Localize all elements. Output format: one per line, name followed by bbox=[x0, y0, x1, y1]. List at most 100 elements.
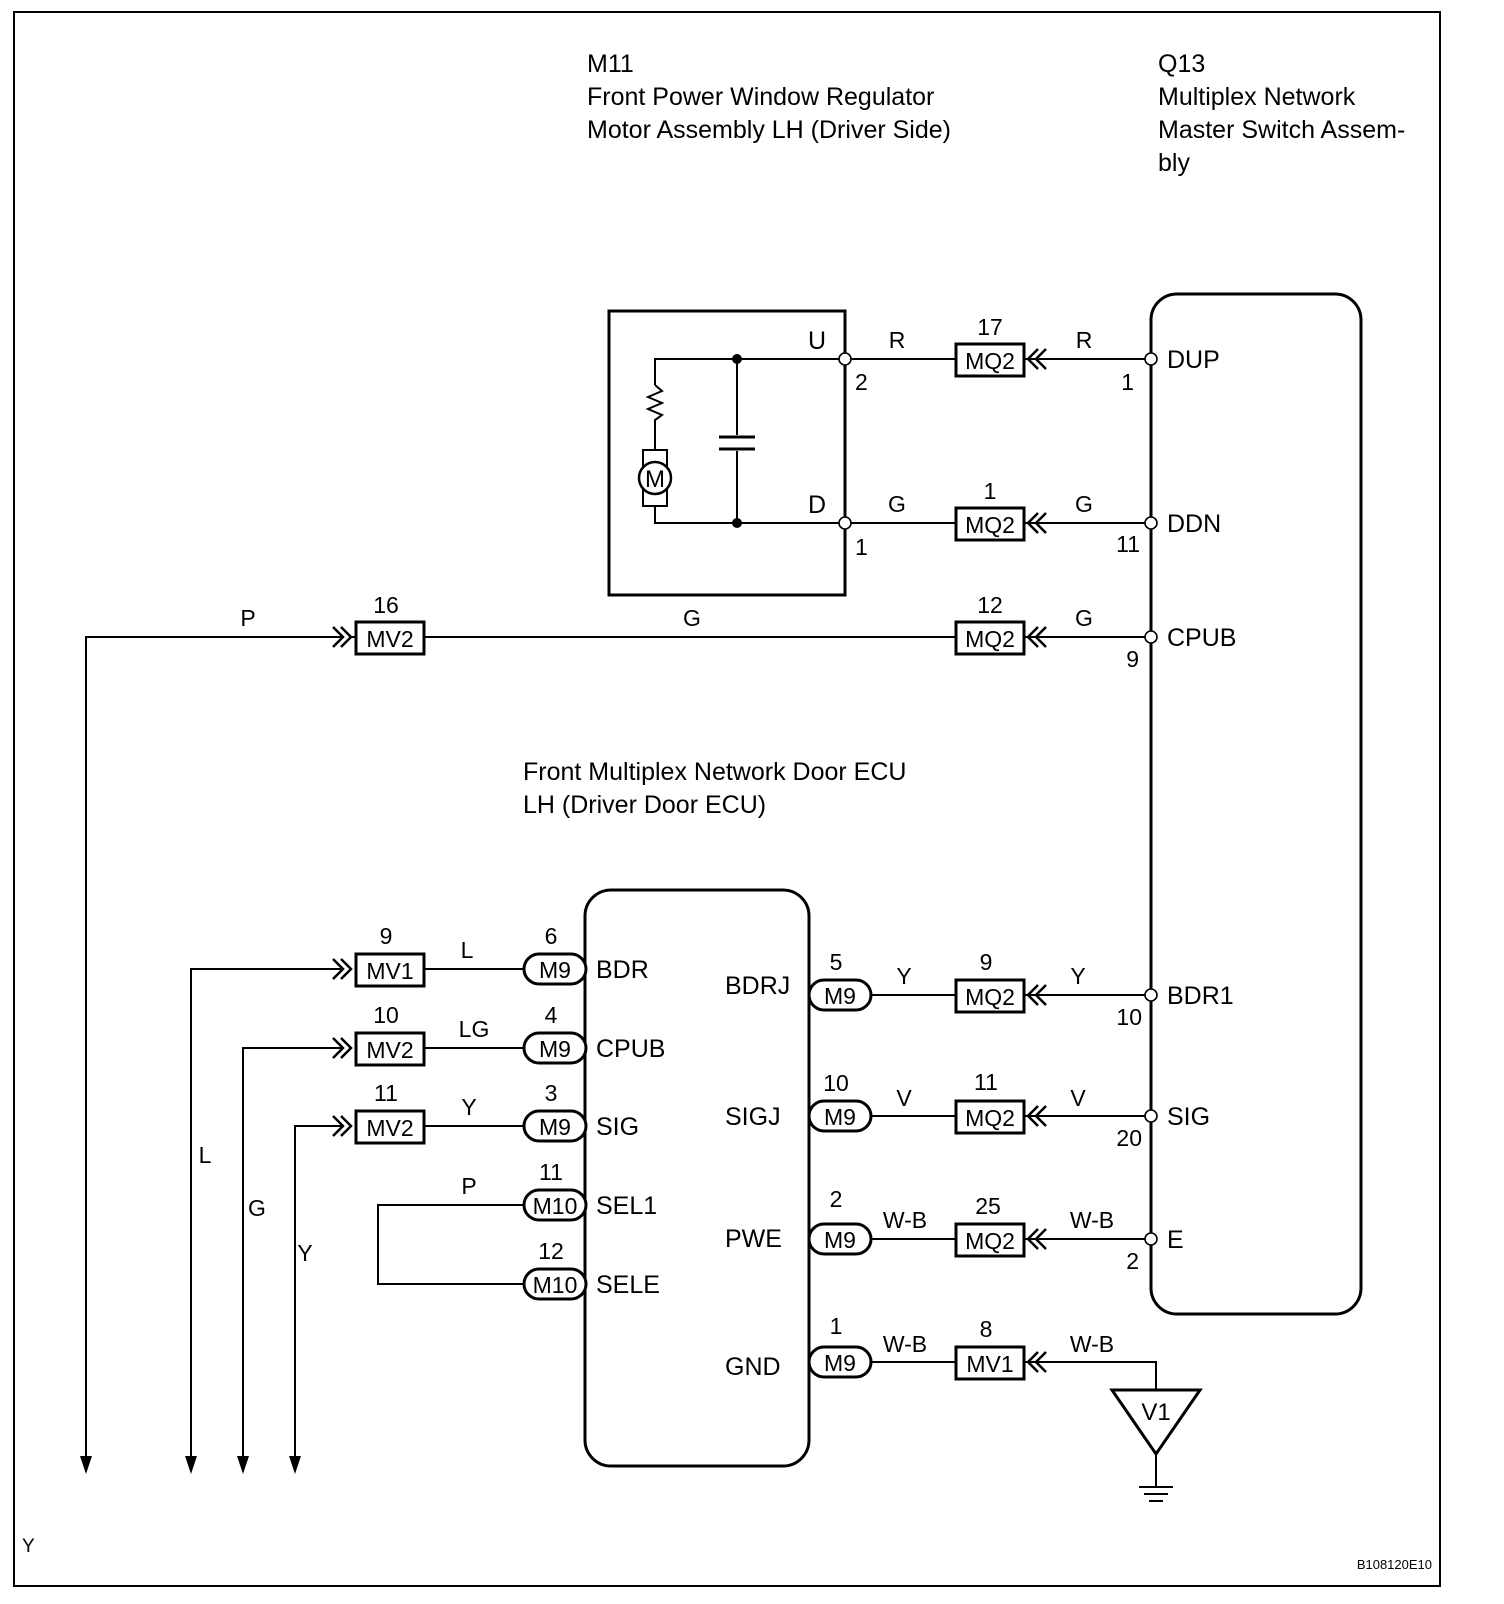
svg-text:17: 17 bbox=[977, 314, 1003, 340]
motor-symbol bbox=[637, 460, 673, 496]
arrow-cpub-drop bbox=[80, 1456, 92, 1474]
wire-color-cpub-right: G bbox=[1075, 605, 1093, 631]
wire-color-e-left: W-B bbox=[883, 1207, 927, 1233]
ecu-right-connectors: M9 5 BDRJ M9 10 SIGJ M9 2 PWE M9 1 GND bbox=[725, 949, 873, 1381]
door-ecu-name-line2: LH (Driver Door ECU) bbox=[523, 791, 766, 819]
wire-color-sig-right: V bbox=[1070, 1085, 1086, 1111]
svg-text:MQ2: MQ2 bbox=[965, 512, 1015, 538]
wire-color-ddn-right: G bbox=[1075, 491, 1093, 517]
junction-mv2-10: MV2 10 bbox=[354, 1002, 426, 1067]
svg-text:M9: M9 bbox=[824, 983, 856, 1009]
svg-text:16: 16 bbox=[373, 592, 399, 618]
wire-color-bdr: L bbox=[461, 937, 474, 963]
svg-text:M9: M9 bbox=[539, 1114, 571, 1140]
junction-mq2-12: MQ2 12 bbox=[954, 592, 1026, 656]
wire-color-gnd-right: W-B bbox=[1070, 1331, 1114, 1357]
wire-color-dup-left: R bbox=[889, 327, 906, 353]
svg-text:25: 25 bbox=[975, 1193, 1001, 1219]
master-switch-name-line2: Master Switch Assem- bbox=[1158, 116, 1405, 144]
ground-v1: V1 bbox=[1109, 1388, 1203, 1502]
wire-color-drop-sig: Y bbox=[297, 1240, 312, 1266]
svg-text:1: 1 bbox=[830, 1313, 843, 1339]
svg-text:GND: GND bbox=[725, 1353, 781, 1381]
junction-mq2-11: MQ2 11 bbox=[954, 1069, 1026, 1135]
svg-text:M: M bbox=[645, 466, 665, 493]
wire-color-e-right: W-B bbox=[1070, 1207, 1114, 1233]
junction-mv1-9: MV1 9 bbox=[354, 923, 426, 988]
svg-text:8: 8 bbox=[980, 1316, 993, 1342]
svg-text:MQ2: MQ2 bbox=[965, 348, 1015, 374]
wire-color-sig-left: V bbox=[896, 1085, 912, 1111]
master-switch-name-line1: Multiplex Network bbox=[1158, 83, 1356, 111]
svg-text:MV1: MV1 bbox=[366, 958, 413, 984]
door-ecu-heading: Front Multiplex Network Door ECU LH (Dri… bbox=[523, 758, 906, 819]
ground-point-label: V1 bbox=[1141, 1399, 1170, 1426]
master-switch-heading: Q13 Multiplex Network Master Switch Asse… bbox=[1158, 50, 1405, 177]
wire-color-dup-right: R bbox=[1076, 327, 1093, 353]
svg-text:M9: M9 bbox=[824, 1104, 856, 1130]
svg-text:11: 11 bbox=[539, 1159, 563, 1185]
svg-text:BDRJ: BDRJ bbox=[725, 972, 790, 1000]
master-switch-name-line3: bly bbox=[1158, 149, 1190, 177]
svg-text:1: 1 bbox=[984, 478, 997, 504]
wire-color-cpub-ecu: LG bbox=[459, 1016, 490, 1042]
wire-color-gnd-left: W-B bbox=[883, 1331, 927, 1357]
svg-text:MV1: MV1 bbox=[966, 1351, 1013, 1377]
svg-text:MV2: MV2 bbox=[366, 1115, 413, 1141]
master-switch-code: Q13 bbox=[1158, 50, 1205, 78]
svg-text:9: 9 bbox=[980, 949, 993, 975]
junction-mq2-25: MQ2 25 bbox=[954, 1193, 1026, 1258]
motor-code: M11 bbox=[587, 50, 634, 78]
svg-text:CPUB: CPUB bbox=[596, 1035, 665, 1063]
junction-mv1-8: MV1 8 bbox=[954, 1316, 1026, 1381]
motor-name-line2: Motor Assembly LH (Driver Side) bbox=[587, 116, 951, 144]
svg-text:12: 12 bbox=[977, 592, 1003, 618]
svg-text:M10: M10 bbox=[533, 1193, 578, 1219]
footer-left-label: Y bbox=[22, 1536, 35, 1557]
svg-text:PWE: PWE bbox=[725, 1225, 782, 1253]
motor-name-line1: Front Power Window Regulator bbox=[587, 83, 934, 111]
junction-mq2-9: MQ2 9 bbox=[954, 949, 1026, 1014]
svg-text:11: 11 bbox=[1116, 531, 1140, 557]
junction-mv2-16: MV2 16 bbox=[354, 592, 426, 656]
svg-text:SIG: SIG bbox=[1167, 1103, 1210, 1131]
junction-mq2-1: MQ2 1 bbox=[954, 478, 1026, 542]
svg-text:SELE: SELE bbox=[596, 1271, 660, 1299]
svg-text:9: 9 bbox=[1126, 646, 1139, 672]
wire-color-sel-loop: P bbox=[461, 1173, 476, 1199]
svg-text:E: E bbox=[1167, 1226, 1184, 1254]
svg-text:2: 2 bbox=[1126, 1248, 1139, 1274]
svg-text:SIGJ: SIGJ bbox=[725, 1103, 781, 1131]
wire-color-bdr1-left: Y bbox=[896, 963, 911, 989]
svg-text:4: 4 bbox=[545, 1002, 558, 1028]
svg-text:MV2: MV2 bbox=[366, 1037, 413, 1063]
wire-color-ddn-left: G bbox=[888, 491, 906, 517]
arrow-cpub-ecu-drop bbox=[237, 1456, 249, 1474]
wire-color-cpub-mid: G bbox=[683, 605, 701, 631]
master-switch-pin-labels: DUP 1 DDN 11 CPUB 9 BDR1 10 SIG 20 E 2 bbox=[1116, 346, 1236, 1274]
svg-text:10: 10 bbox=[1116, 1004, 1142, 1030]
master-switch-terminals bbox=[838, 352, 1158, 1246]
motor-internal-circuit: M bbox=[637, 354, 843, 528]
wire-color-drop-bdr: L bbox=[199, 1142, 212, 1168]
svg-text:MQ2: MQ2 bbox=[965, 1228, 1015, 1254]
connector-chevrons bbox=[332, 348, 1047, 1373]
ecu-left-connectors: M9 6 BDR M9 4 CPUB M9 3 SIG M10 11 SEL1 … bbox=[522, 923, 665, 1301]
wire-color-sig-ecu: Y bbox=[461, 1094, 476, 1120]
junction-mv2-11: MV2 11 bbox=[354, 1080, 426, 1145]
wire-color-cpub-left: P bbox=[240, 605, 255, 631]
svg-text:1: 1 bbox=[1121, 369, 1134, 395]
door-ecu-body bbox=[583, 888, 811, 1468]
svg-text:DDN: DDN bbox=[1167, 510, 1221, 538]
svg-text:10: 10 bbox=[373, 1002, 399, 1028]
svg-text:2: 2 bbox=[830, 1186, 843, 1212]
svg-text:SIG: SIG bbox=[596, 1113, 639, 1141]
svg-text:MQ2: MQ2 bbox=[965, 1105, 1015, 1131]
svg-text:M9: M9 bbox=[824, 1350, 856, 1376]
motor-terminal-u: U bbox=[808, 327, 826, 355]
svg-text:6: 6 bbox=[545, 923, 558, 949]
motor-terminal-d: D bbox=[808, 491, 826, 519]
svg-text:20: 20 bbox=[1116, 1125, 1142, 1151]
figure-reference: B108120E10 bbox=[1357, 1557, 1432, 1572]
